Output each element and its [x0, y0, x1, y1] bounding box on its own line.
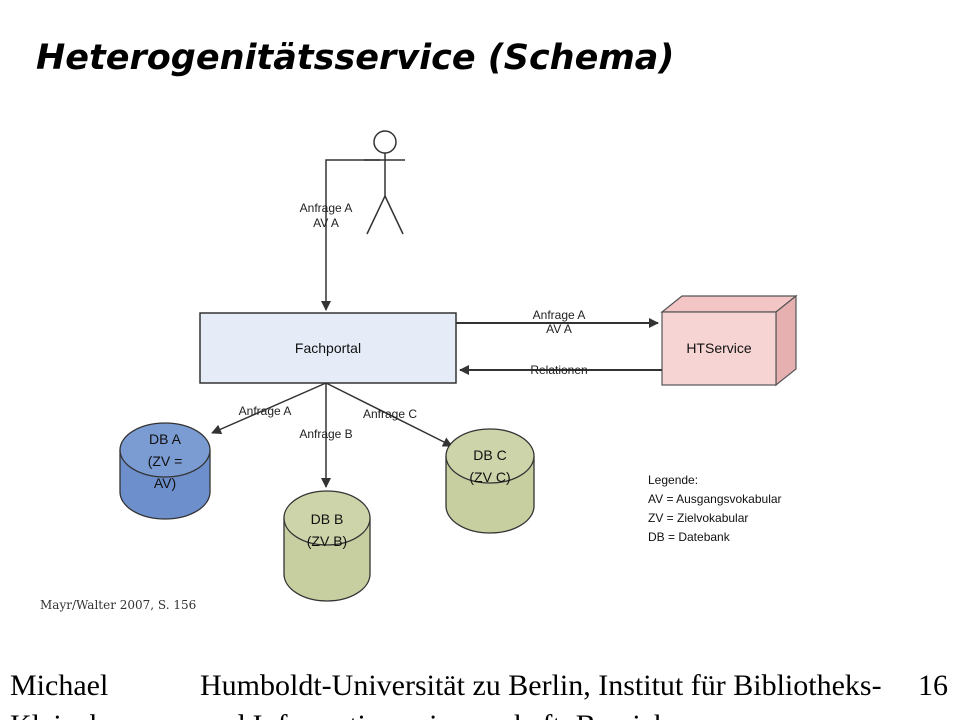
- htservice-side-face: [775, 294, 797, 387]
- to-service-label-1: Anfrage A: [533, 308, 586, 322]
- legend-heading: Legende:: [648, 473, 698, 487]
- htservice-top-face: [660, 295, 798, 313]
- legend-item-db: DB = Datebank: [648, 530, 731, 544]
- db-b-request-label: Anfrage B: [299, 427, 352, 441]
- fachportal-box: Fachportal: [199, 312, 457, 384]
- db-a-top: [119, 422, 211, 478]
- db-b-label-1: DB B: [311, 511, 344, 527]
- legend-item-av: AV = Ausgangsvokabular: [648, 492, 782, 506]
- db-b-label-2: (ZV B): [307, 533, 347, 549]
- footer-page-number: 16: [918, 669, 948, 702]
- slide-title: Heterogenitätsservice (Schema): [36, 38, 675, 78]
- db-a-cylinder: DB A (ZV = AV): [119, 422, 211, 520]
- db-a-label-2: (ZV =: [148, 453, 183, 469]
- db-b-cylinder: DB B (ZV B): [283, 490, 371, 602]
- db-a-request-label: Anfrage A: [239, 404, 292, 418]
- legend-item-zv: ZV = Zielvokabular: [648, 511, 748, 525]
- htservice-label: HTService: [686, 340, 752, 356]
- db-b-top: [283, 490, 371, 546]
- db-c-label-2: (ZV C): [469, 469, 510, 485]
- db-c-cylinder: DB C (ZV C): [445, 428, 535, 534]
- footer-author: Michael Kleineberg: [10, 669, 143, 720]
- user-request-arrow: [321, 159, 380, 311]
- db-c-label-1: DB C: [473, 447, 506, 463]
- fachportal-label: Fachportal: [295, 340, 361, 356]
- db-a-arrow: [211, 382, 327, 434]
- relationen-label: Relationen: [530, 363, 587, 377]
- footer-institution: Humboldt-Universität zu Berlin, Institut…: [200, 669, 882, 720]
- db-a-label-1: DB A: [149, 431, 182, 447]
- db-c-top: [445, 428, 535, 484]
- fachportal-rect: [199, 312, 457, 384]
- db-c-arrow: [325, 382, 453, 447]
- htservice-front-face: [661, 311, 777, 386]
- db-c-request-label: Anfrage C: [363, 407, 417, 421]
- user-icon: [364, 130, 405, 235]
- legend: Legende: AV = Ausgangsvokabular ZV = Zie…: [648, 473, 782, 544]
- db-a-label-3: AV): [154, 475, 176, 491]
- htservice-box: HTService: [660, 294, 798, 387]
- to-service-label-2: AV A: [546, 322, 572, 336]
- user-request-label-1: Anfrage A: [300, 201, 353, 215]
- user-request-label-2: AV A: [313, 216, 339, 230]
- figure-citation: Mayr/Walter 2007, S. 156: [40, 598, 197, 612]
